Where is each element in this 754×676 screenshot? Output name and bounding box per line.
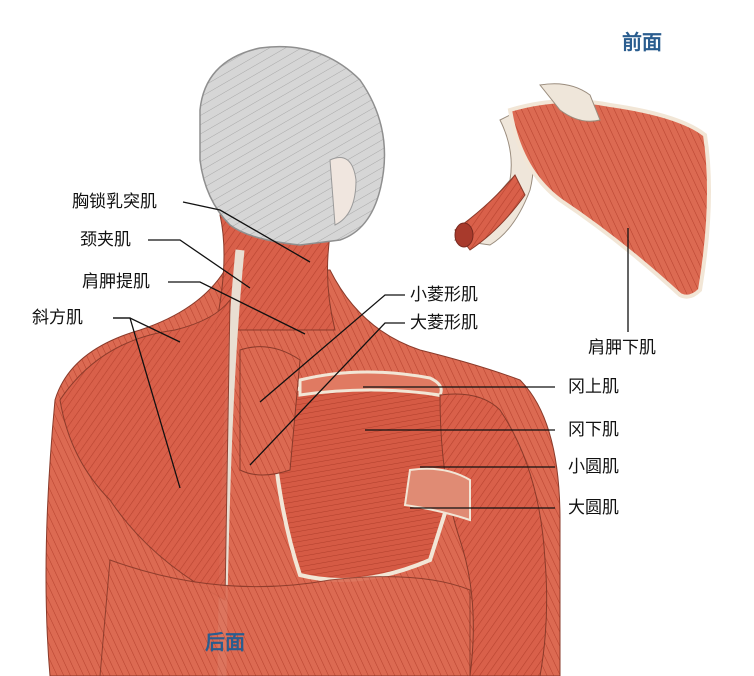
arm-right (439, 393, 548, 676)
back-view-title: 后面 (205, 630, 245, 654)
label-teres-minor: 小圆肌 (568, 457, 619, 477)
front-view-illustration (453, 83, 711, 299)
arm-cut (454, 222, 474, 248)
subscapularis-shape (507, 99, 711, 299)
leader-lines (113, 201, 629, 509)
label-subscapularis: 肩胛下肌 (588, 338, 656, 358)
label-teres-major: 大圆肌 (568, 498, 619, 518)
label-rhomboid-major: 大菱形肌 (410, 313, 478, 333)
label-infraspinatus: 冈下肌 (568, 420, 619, 440)
label-trapezius: 斜方肌 (32, 308, 83, 328)
leader-trapezius-2 (113, 317, 181, 489)
leader-levator-scapulae (168, 281, 306, 335)
back-view-illustration (45, 45, 561, 676)
leader-rhomboid-minor (259, 294, 405, 403)
label-splenius: 颈夹肌 (80, 230, 131, 250)
leader-sternocleidomastoid (182, 201, 311, 263)
coracoid (539, 83, 601, 122)
head (199, 45, 386, 246)
label-rhomboid-minor: 小菱形肌 (410, 285, 478, 305)
label-sternocleidomastoid: 胸锁乳突肌 (72, 192, 157, 212)
label-supraspinatus: 冈上肌 (568, 377, 619, 397)
leader-rhomboid-major (249, 322, 405, 466)
front-view-title: 前面 (622, 30, 662, 54)
label-levator-scapulae: 肩胛提肌 (82, 272, 150, 292)
teres-shape (403, 467, 471, 522)
rhomboid-shape (239, 346, 301, 476)
lower-back (99, 559, 471, 676)
ear (329, 157, 357, 226)
leader-splenius (148, 239, 251, 289)
